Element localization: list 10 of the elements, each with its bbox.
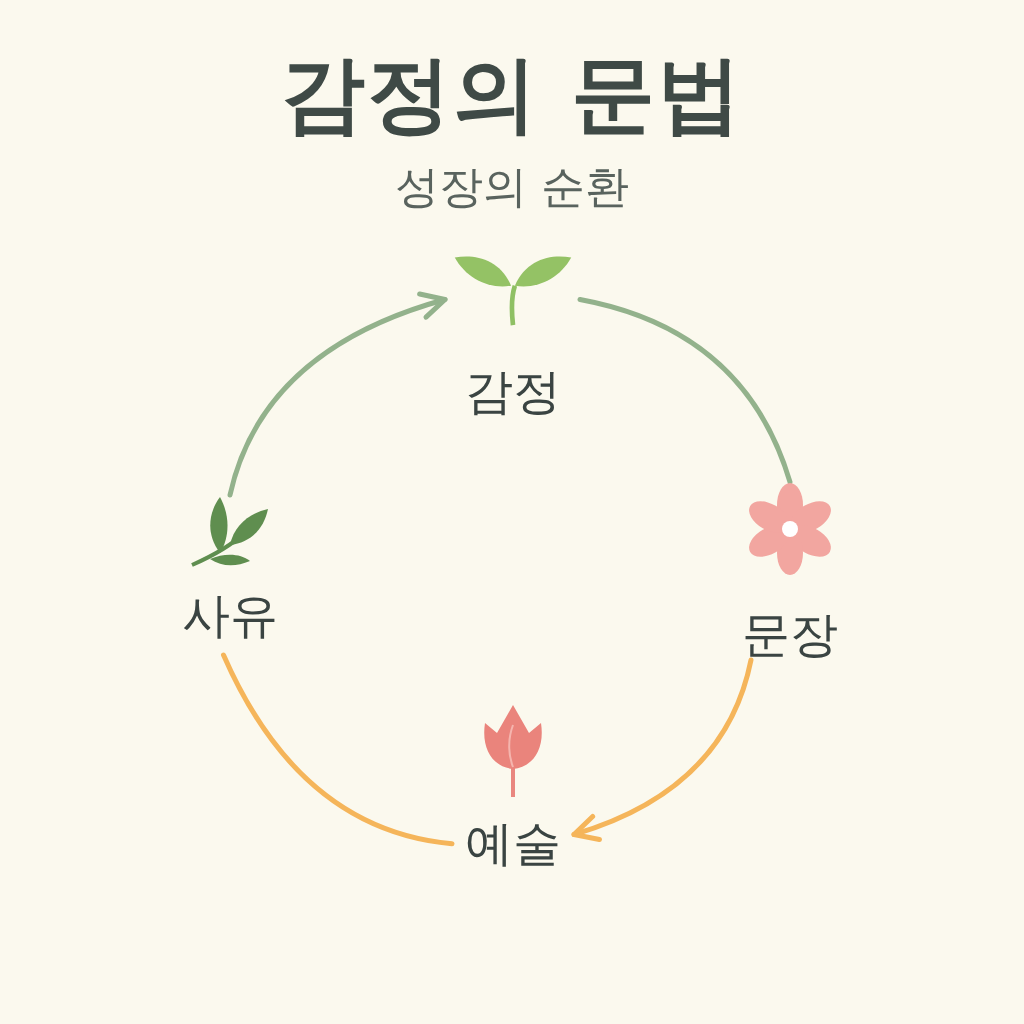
node-label: 감정 (464, 367, 561, 415)
connector-arc (577, 297, 793, 485)
title: 감정의 문법 (281, 44, 743, 145)
node-label: 사유 (182, 591, 278, 639)
connector-arc (221, 652, 455, 847)
arrow (571, 657, 754, 842)
node-label: 문장 (742, 610, 838, 658)
arrow (227, 292, 448, 498)
node-label: 예술 (465, 819, 561, 867)
subtitle: 성장의 순환 (395, 160, 629, 214)
